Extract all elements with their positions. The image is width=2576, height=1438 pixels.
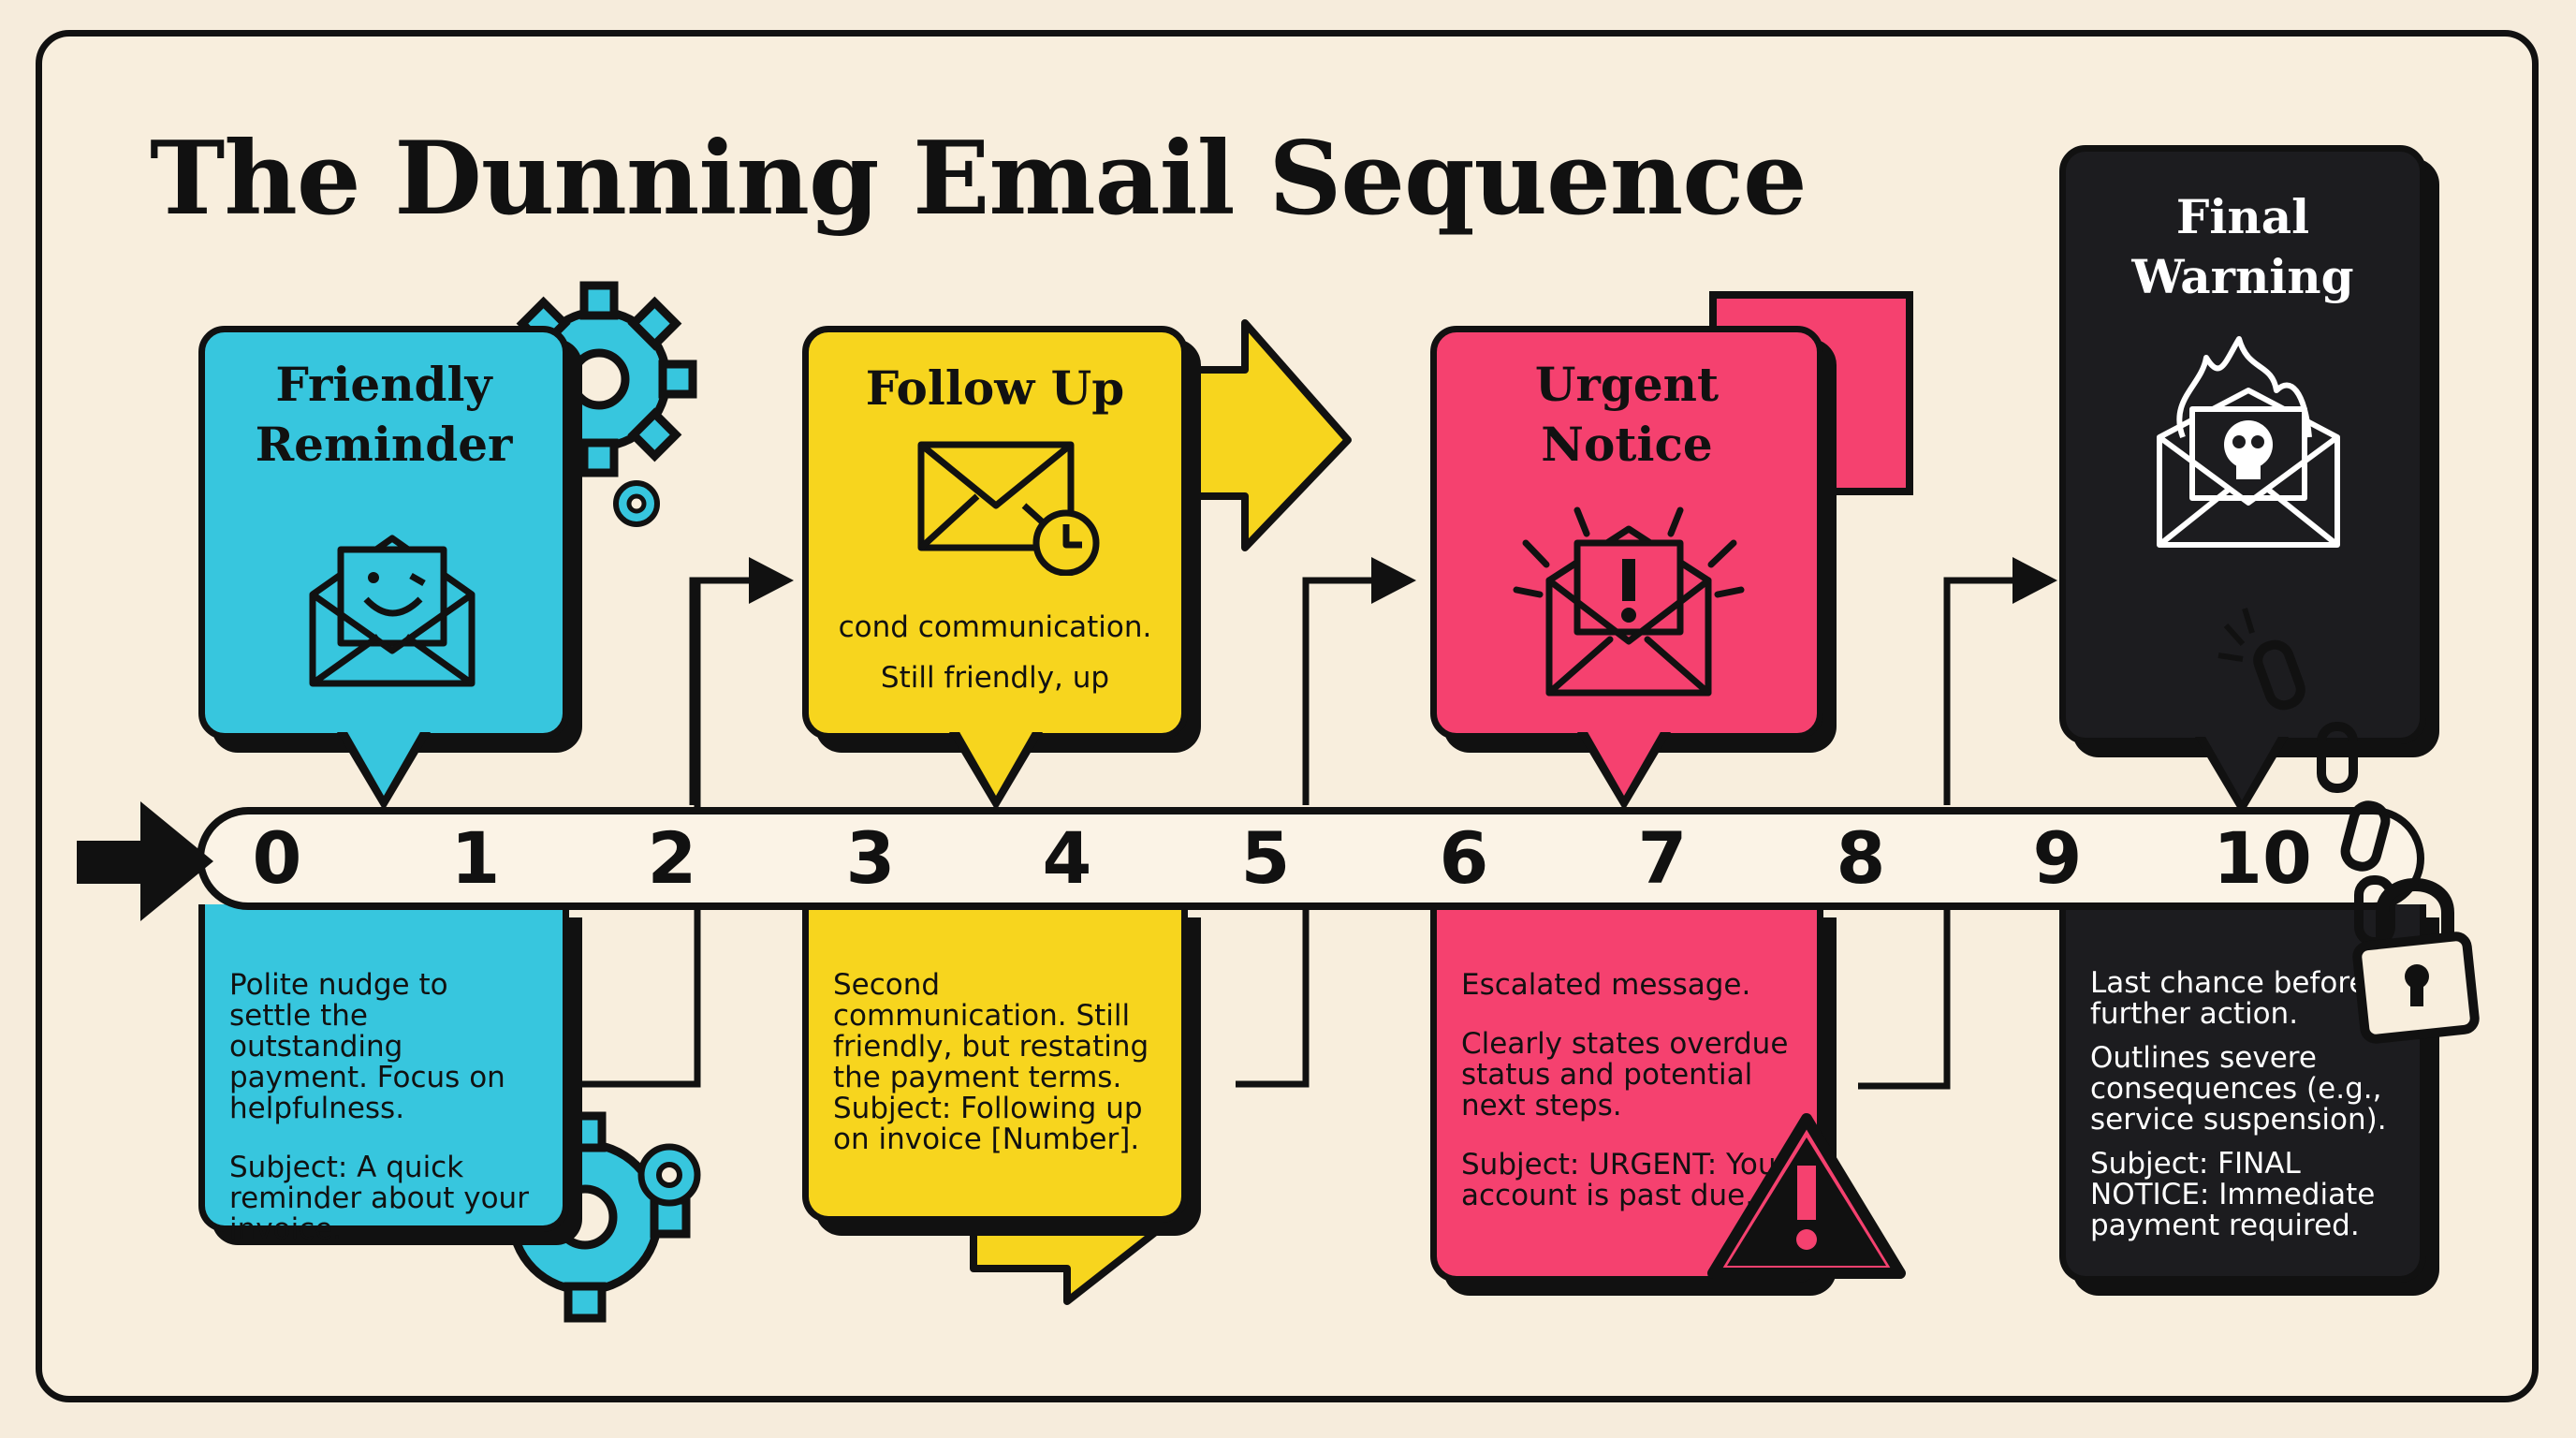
description-text: Subject: FINAL NOTICE: Immediate payment…: [2090, 1147, 2376, 1242]
stage-card-urgent-notice: Urgent Notice: [1430, 326, 1823, 740]
stage-card-friendly-reminder: Friendly Reminder: [198, 326, 569, 740]
description-text: Subject: A quick reminder about your inv…: [229, 1151, 529, 1246]
smiling-envelope-icon: [309, 535, 476, 687]
card-pointer: [346, 730, 421, 796]
description-text: Subject: Following up on invoice [Number…: [833, 1092, 1143, 1156]
timeline-bar: [197, 807, 2424, 910]
description-text: Last chance before further action.: [2090, 966, 2367, 1031]
description-text: Escalated message.: [1461, 968, 1751, 1002]
stage-title: Friendly Reminder: [205, 355, 563, 475]
description-text: Subject: URGENT: Your account is past du…: [1461, 1148, 1789, 1212]
stage-description-friendly-reminder: Polite nudge to settle the outstanding p…: [198, 904, 569, 1245]
tick-label: 5: [1240, 816, 1291, 900]
stage-title-line: Warning: [2131, 249, 2354, 304]
description-text: Second communication. Still friendly, bu…: [833, 968, 1149, 1094]
tick-label: 6: [1439, 816, 1489, 900]
description-text: Clearly states overdue status and potent…: [1461, 1027, 1789, 1123]
snippet-line: Still friendly, up: [880, 661, 1110, 695]
alert-envelope-icon: [1513, 506, 1745, 697]
tick-label: 9: [2032, 816, 2083, 900]
tick-label: 8: [1836, 816, 1886, 900]
description-text: Outlines severe consequences (e.g., serv…: [2090, 1041, 2387, 1137]
snippet-line: cond communication.: [838, 610, 1152, 644]
tick-label: 10: [2213, 816, 2312, 900]
tick-label: 3: [845, 816, 896, 900]
tick-label: 0: [252, 816, 302, 900]
gear-icon: [613, 480, 660, 527]
page-title: The Dunning Email Sequence: [150, 120, 1808, 238]
stage-card-follow-up: Follow Up cond communication. Still frie…: [802, 326, 1188, 740]
description-text: Polite nudge to settle the outstanding p…: [229, 968, 505, 1125]
envelope-clock-icon: [917, 441, 1100, 576]
skull-envelope-fire-icon: [2157, 336, 2340, 548]
card-pointer: [2204, 735, 2279, 800]
tick-label: 7: [1637, 816, 1688, 900]
card-snippet: cond communication. Still friendly, up: [809, 602, 1181, 703]
stage-title-line: Urgent: [1534, 357, 1720, 412]
tick-label: 2: [647, 816, 697, 900]
gear-icon: [637, 1143, 701, 1207]
stage-description-final-warning: Last chance before further action. Outli…: [2059, 904, 2426, 1283]
stage-title-line: Follow Up: [865, 360, 1125, 416]
card-pointer: [1587, 730, 1661, 796]
stage-title: Follow Up: [809, 359, 1181, 418]
stage-title-line: Reminder: [255, 417, 513, 472]
tick-label: 4: [1042, 816, 1092, 900]
stage-title: Urgent Notice: [1437, 355, 1817, 475]
tick-label: 1: [450, 816, 501, 900]
stage-title-line: Friendly: [275, 357, 492, 412]
stage-title: Final Warning: [2066, 187, 2420, 307]
stage-description-follow-up: Second communication. Still friendly, bu…: [802, 904, 1188, 1223]
card-pointer: [959, 730, 1033, 796]
stage-title-line: Notice: [1541, 417, 1713, 472]
stage-card-final-warning: Final Warning: [2059, 145, 2426, 744]
stage-title-line: Final: [2175, 189, 2310, 244]
stage-description-urgent-notice: Escalated message. Clearly states overdu…: [1430, 904, 1823, 1283]
